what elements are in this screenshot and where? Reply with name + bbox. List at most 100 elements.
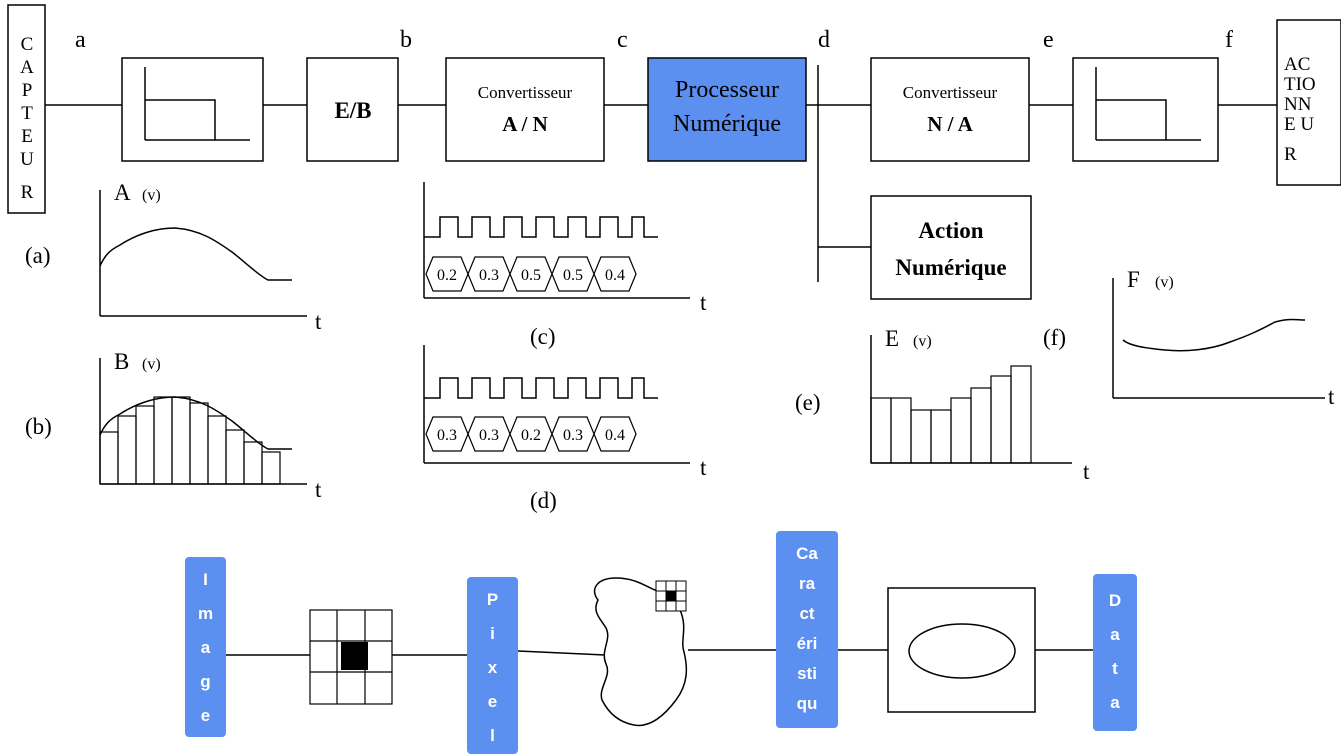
capteur-letter: T xyxy=(21,103,33,124)
graph-f-unit: (v) xyxy=(1155,274,1174,291)
processor-subtitle: Numérique xyxy=(673,111,781,137)
graph-e-bar xyxy=(950,397,972,464)
data-pill-char: D xyxy=(1108,591,1122,610)
pixel-pill-char: x xyxy=(487,658,498,677)
graph-d-value: 0.3 xyxy=(479,427,499,444)
caracteristique-pill-chunk: qu xyxy=(796,694,818,713)
graph-b-ylabel: B xyxy=(114,349,129,374)
pixel-grid-icon xyxy=(309,609,393,705)
point-label-d: d xyxy=(818,27,830,53)
graph-b: (b) B (v) t xyxy=(25,349,322,502)
graph-a-xlabel: t xyxy=(315,309,322,334)
point-label-f: f xyxy=(1225,27,1233,53)
capteur-letter: E xyxy=(21,126,33,147)
graph-c-value: 0.2 xyxy=(437,267,457,284)
graph-e-xlabel: t xyxy=(1083,459,1090,484)
capteur-letter: P xyxy=(22,80,33,101)
graph-c-value: 0.5 xyxy=(521,267,541,284)
point-label-a: a xyxy=(75,27,86,53)
graph-d-xlabel: t xyxy=(700,455,707,480)
graph-b-sample-bar xyxy=(207,415,227,485)
shape-box xyxy=(887,587,1036,713)
graph-f-curve xyxy=(1122,318,1306,352)
point-label-e: e xyxy=(1043,27,1054,53)
image-pill-char: I xyxy=(203,570,208,589)
graph-b-sample-bar xyxy=(225,429,245,485)
image-pill-char: m xyxy=(197,604,214,623)
graph-c-value: 0.5 xyxy=(563,267,583,284)
data-pill-char: t xyxy=(1112,659,1118,678)
image-pill: I m a g e xyxy=(185,557,226,737)
graph-b-tag: (b) xyxy=(25,414,52,439)
graph-e-bar xyxy=(930,409,952,464)
point-label-b: b xyxy=(400,27,412,53)
caracteristique-pill-chunk: ct xyxy=(799,604,815,623)
graph-f-tag: (f) xyxy=(1043,325,1066,350)
ellipse-icon xyxy=(908,623,1016,679)
graph-e-unit: (v) xyxy=(913,333,932,350)
graph-c-xlabel: t xyxy=(700,290,707,315)
image-pill-char: g xyxy=(200,672,211,691)
actionneur-text: AC xyxy=(1284,54,1310,75)
graph-c-clock xyxy=(424,216,658,238)
graph-c-value: 0.4 xyxy=(605,267,625,284)
graph-d-cell xyxy=(593,416,637,452)
graph-b-sample-bar xyxy=(153,396,173,485)
graph-a-unit: (v) xyxy=(142,187,161,204)
pixel-pill: P i x e l xyxy=(467,577,518,754)
actionneur-box: AC TIO NN E U R xyxy=(1276,19,1341,186)
adc-title: Convertisseur xyxy=(478,83,573,102)
graph-f: F (v) t xyxy=(1112,267,1335,409)
graph-c-tag: (c) xyxy=(530,324,556,349)
graph-c-value: 0.3 xyxy=(479,267,499,284)
sample-hold-box: E/B xyxy=(306,57,399,162)
data-pill: D a t a xyxy=(1093,574,1137,731)
caracteristique-pill-chunk: sti xyxy=(797,664,817,683)
capteur-box: C A P T E U R xyxy=(7,4,46,214)
graph-e-tag: (e) xyxy=(795,390,821,415)
graph-b-curve xyxy=(99,396,292,450)
graph-b-sample-bar xyxy=(99,431,119,485)
graph-b-sample-bar xyxy=(243,441,263,485)
reconstruction-filter-box xyxy=(1072,57,1219,162)
action-subtitle: Numérique xyxy=(895,255,1006,280)
graph-e-bar xyxy=(990,375,1012,464)
image-pill-char: a xyxy=(200,638,211,657)
graph-d-clock xyxy=(424,377,658,399)
graph-b-xlabel: t xyxy=(315,477,322,502)
capteur-letter: R xyxy=(21,182,34,203)
graph-e-bar xyxy=(890,397,912,464)
graph-b-sample-bar xyxy=(171,396,191,485)
dac-subtitle: N / A xyxy=(927,112,973,136)
pixel-pill-char: P xyxy=(486,590,499,609)
point-label-c: c xyxy=(617,27,628,53)
processor-title: Processeur xyxy=(675,77,779,103)
dac-box: Convertisseur N / A xyxy=(870,57,1030,162)
dac-title: Convertisseur xyxy=(903,83,998,102)
adc-box: Convertisseur A / N xyxy=(445,57,605,162)
graph-b-sample-bar xyxy=(261,451,281,485)
graph-e-bar xyxy=(870,397,892,464)
graph-c: t (c) 0.2 0.3 0.5 0.5 0.4 xyxy=(423,182,707,349)
graph-e-bar xyxy=(910,409,932,464)
image-pill-char: e xyxy=(200,706,211,725)
graph-a-tag: (a) xyxy=(25,243,51,268)
graph-e-bar xyxy=(970,387,992,464)
graph-e: (e) E (v) (f) t xyxy=(795,325,1090,484)
caracteristique-pill: Ca ra ct éri sti qu xyxy=(776,531,838,728)
adc-subtitle: A / N xyxy=(502,112,548,136)
capteur-letter: C xyxy=(21,34,34,55)
graph-f-xlabel: t xyxy=(1328,384,1335,409)
eb-label: E/B xyxy=(334,98,371,123)
actionneur-text: E U xyxy=(1284,114,1314,135)
region-blob-icon xyxy=(593,577,688,727)
actionneur-text: R xyxy=(1284,144,1297,165)
caracteristique-pill-chunk: Ca xyxy=(796,544,818,563)
graph-b-sample-bar xyxy=(117,415,137,485)
actionneur-text: TIO xyxy=(1284,74,1316,95)
graph-b-sample-bar xyxy=(189,402,209,485)
pixel-pill-char: e xyxy=(487,692,498,711)
graph-c-cell xyxy=(593,256,637,292)
